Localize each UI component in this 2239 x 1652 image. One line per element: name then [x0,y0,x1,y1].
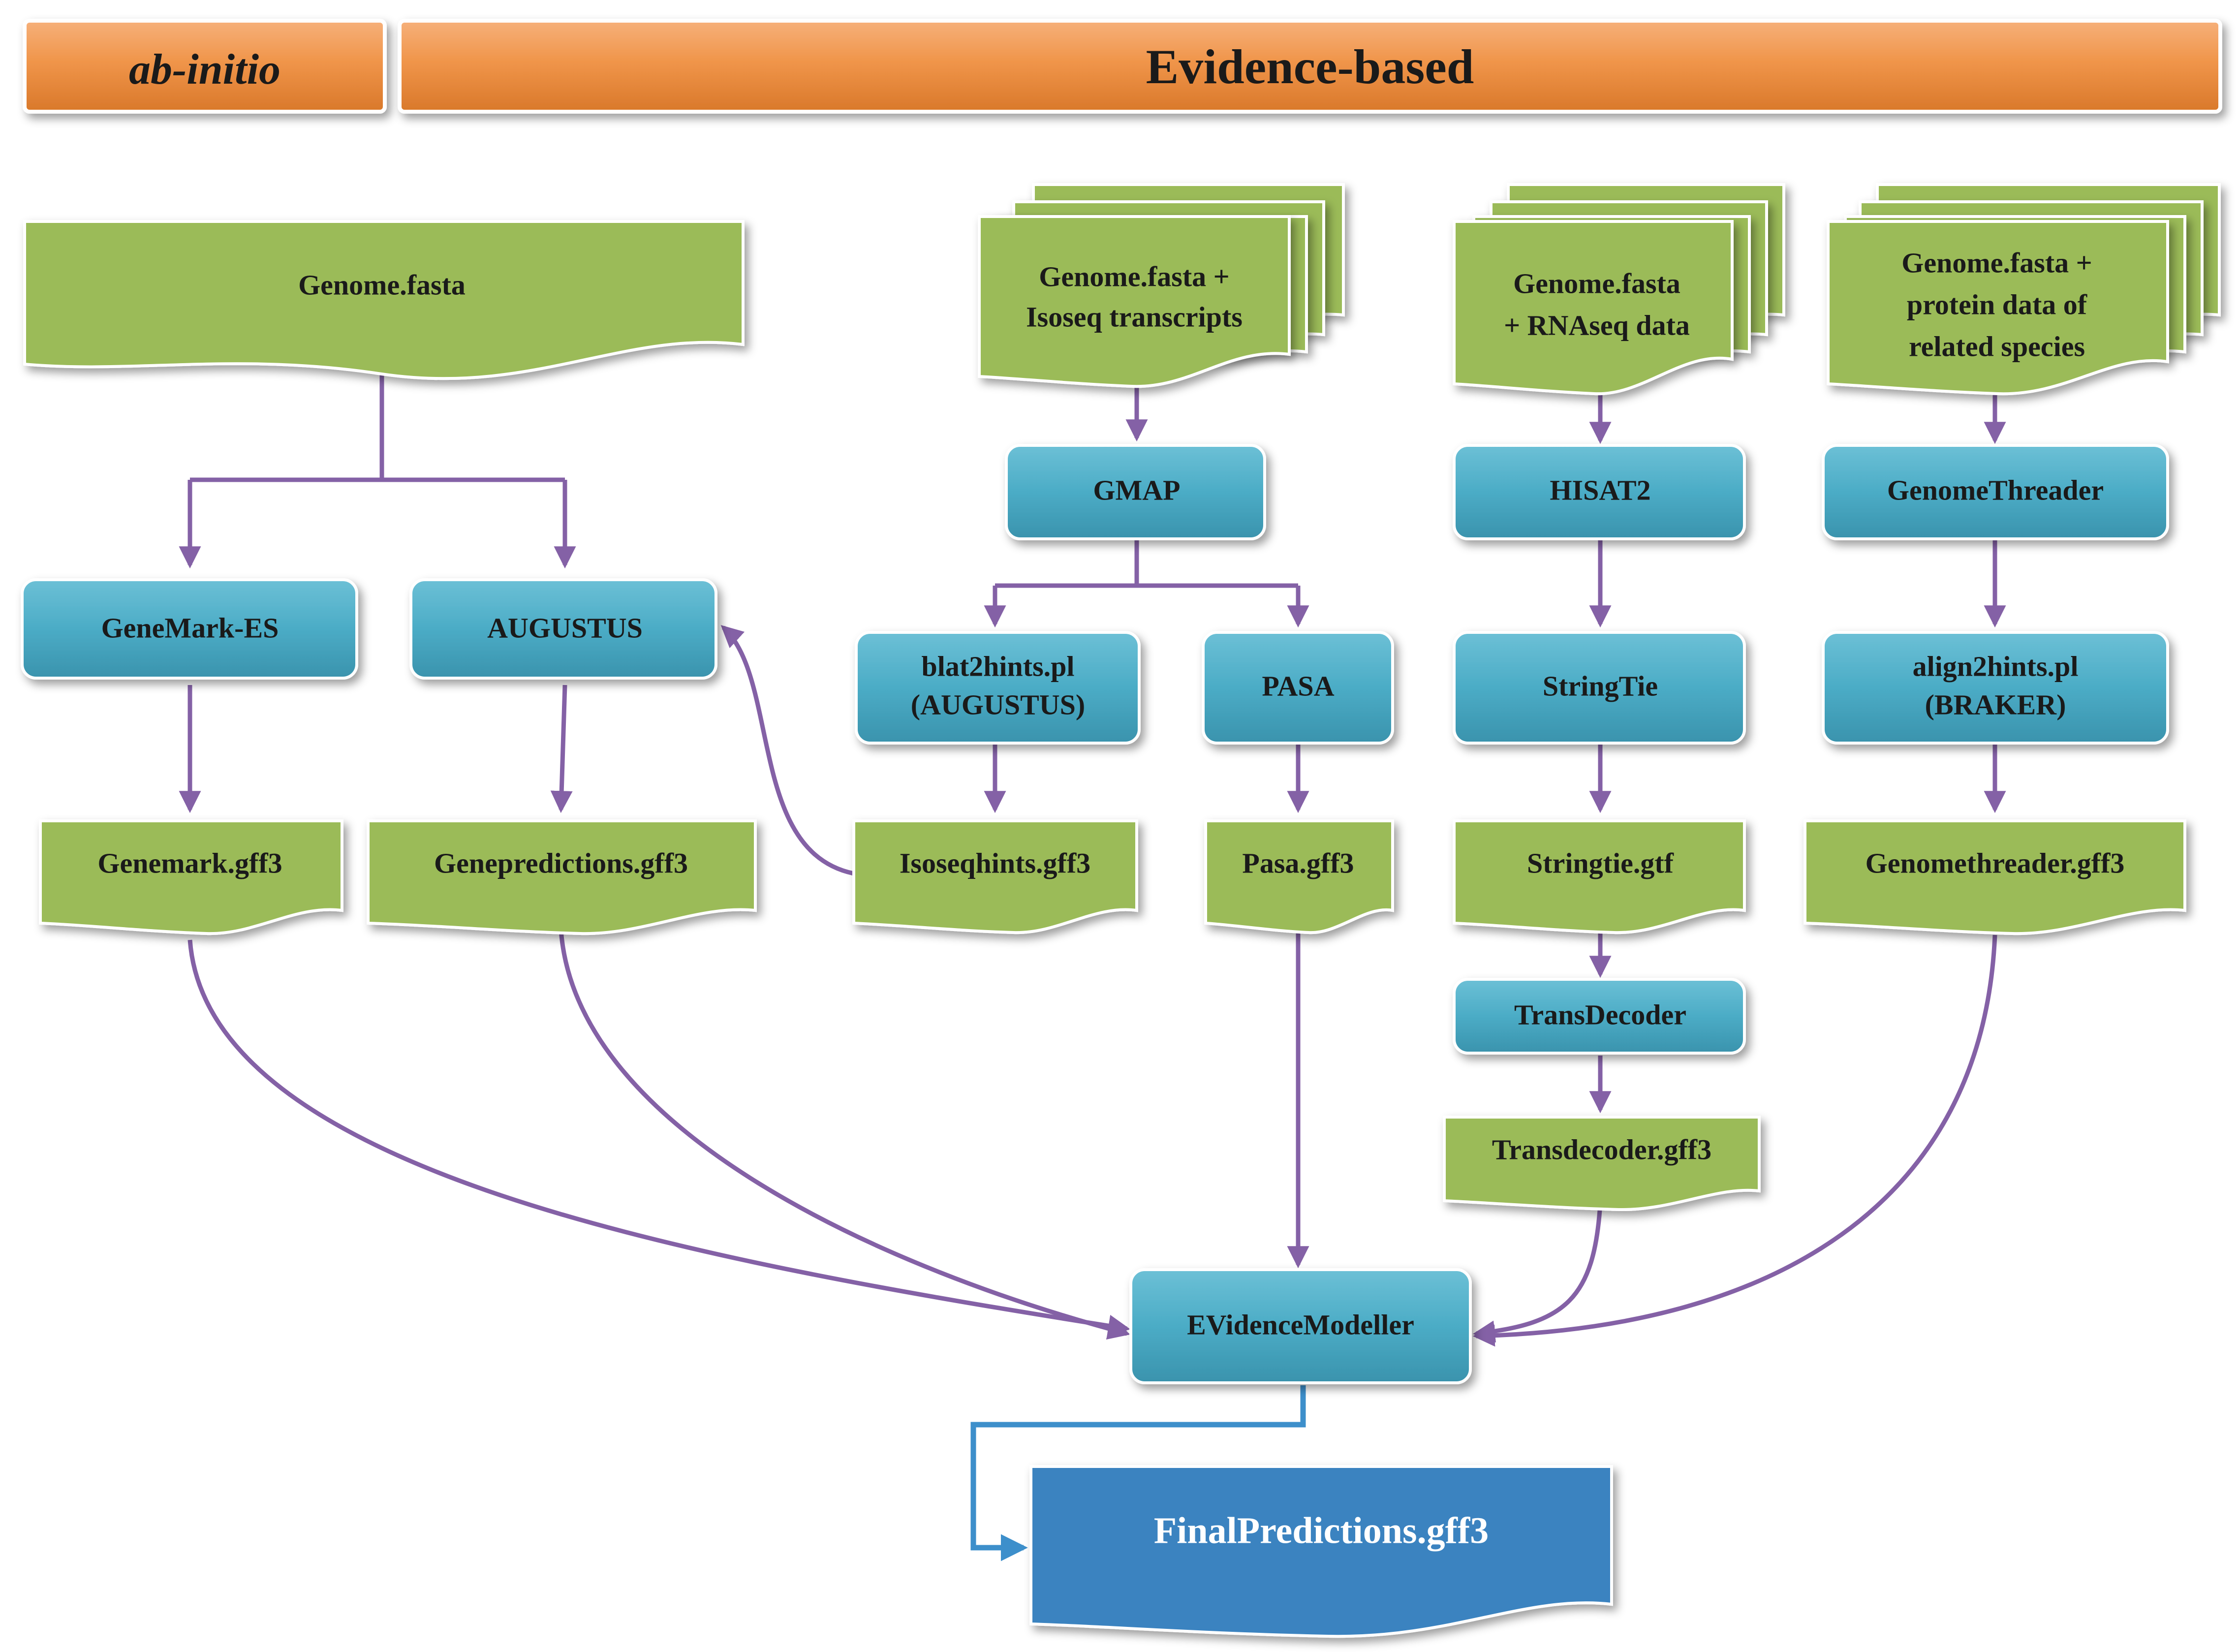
tool-genemark-es-label: GeneMark-ES [101,612,279,644]
doc-isoseq-line1: Genome.fasta + [1039,260,1229,292]
doc-pasa-gff3-label: Pasa.gff3 [1242,847,1354,879]
tool-align2hints: align2hints.pl (BRAKER) [1822,631,2169,745]
header-ab-initio: ab-initio [23,19,387,114]
edge-genepredictions-to-evm [559,930,1130,1340]
doc-isoseq-line2: Isoseq transcripts [1026,301,1243,333]
edge-genomethreader-to-evm [1472,935,1997,1347]
tool-genomethreader: GenomeThreader [1822,444,2169,540]
tool-gmap-label: GMAP [1093,474,1180,506]
doc-isoseqhints-gff3: Isoseqhints.gff3 [852,819,1138,935]
doc-protein-input: Genome.fasta + protein data of related s… [1827,183,2221,396]
tool-blat2hints-line1: blat2hints.pl [921,650,1074,682]
edge-transdecoder-to-evm [1472,1203,1603,1343]
tool-blat2hints: blat2hints.pl (AUGUSTUS) [855,631,1141,745]
tool-hisat2-label: HISAT2 [1550,474,1650,506]
doc-genemark-gff3: Genemark.gff3 [39,819,343,935]
doc-rnaseq-line1: Genome.fasta [1513,267,1680,299]
tool-genemark-es: GeneMark-ES [21,578,358,680]
tool-evidencemodeller: EVidenceModeller [1129,1268,1472,1384]
doc-transdecoder-gff3: Transdecoder.gff3 [1443,1116,1761,1212]
header-evidence-based: Evidence-based [398,19,2222,114]
doc-genepredictions-gff3-label: Genepredictions.gff3 [434,847,688,879]
edge-augustus-to-gff3 [550,685,573,813]
doc-stringtie-gtf-label: Stringtie.gtf [1527,847,1674,879]
doc-genome-fasta: Genome.fasta [23,220,745,380]
doc-rnaseq-input: Genome.fasta + RNAseq data [1453,183,1785,396]
doc-protein-line3: related species [1909,330,2085,362]
tool-stringtie: StringTie [1453,631,1746,745]
edge-evm-to-final [970,1385,1306,1561]
tool-stringtie-label: StringTie [1543,670,1658,702]
header-ab-initio-label: ab-initio [129,46,280,94]
doc-protein-line2: protein data of [1907,288,2087,320]
doc-genepredictions-gff3: Genepredictions.gff3 [367,819,757,935]
doc-genemark-gff3-label: Genemark.gff3 [97,847,282,879]
tool-augustus: AUGUSTUS [409,578,717,680]
tool-transdecoder: TransDecoder [1453,978,1746,1055]
doc-pasa-gff3: Pasa.gff3 [1204,819,1394,935]
tool-pasa-label: PASA [1262,670,1334,702]
doc-isoseqhints-gff3-label: Isoseqhints.gff3 [900,847,1090,879]
tool-align2hints-line2: (BRAKER) [1925,688,2066,720]
edges [179,359,2006,1561]
doc-transdecoder-gff3-label: Transdecoder.gff3 [1492,1133,1711,1165]
doc-genome-fasta-label: Genome.fasta [298,269,466,301]
tool-augustus-label: AUGUSTUS [487,612,643,644]
doc-rnaseq-line2: + RNAseq data [1504,309,1690,341]
tool-pasa: PASA [1202,631,1394,745]
doc-isoseq-input: Genome.fasta + Isoseq transcripts [978,183,1345,388]
tool-gmap: GMAP [1005,444,1266,540]
doc-final-predictions: FinalPredictions.gff3 [1029,1465,1613,1638]
doc-final-predictions-label: FinalPredictions.gff3 [1154,1510,1489,1551]
doc-genomethreader-gff3-label: Genomethreader.gff3 [1866,847,2125,879]
tool-transdecoder-label: TransDecoder [1514,998,1686,1030]
tool-blat2hints-line2: (AUGUSTUS) [911,688,1086,720]
tool-align2hints-line1: align2hints.pl [1913,650,2079,682]
doc-stringtie-gtf: Stringtie.gtf [1453,819,1746,935]
header-evidence-based-label: Evidence-based [1146,39,1474,94]
doc-protein-line1: Genome.fasta + [1901,247,2092,279]
doc-genomethreader-gff3: Genomethreader.gff3 [1804,819,2186,935]
tool-evidencemodeller-label: EVidenceModeller [1187,1309,1414,1340]
edge-genemark-to-evm [187,939,1131,1337]
tool-genomethreader-label: GenomeThreader [1887,474,2104,506]
tool-hisat2: HISAT2 [1453,444,1746,540]
edge-isoseqhints-to-augustus [720,625,854,876]
